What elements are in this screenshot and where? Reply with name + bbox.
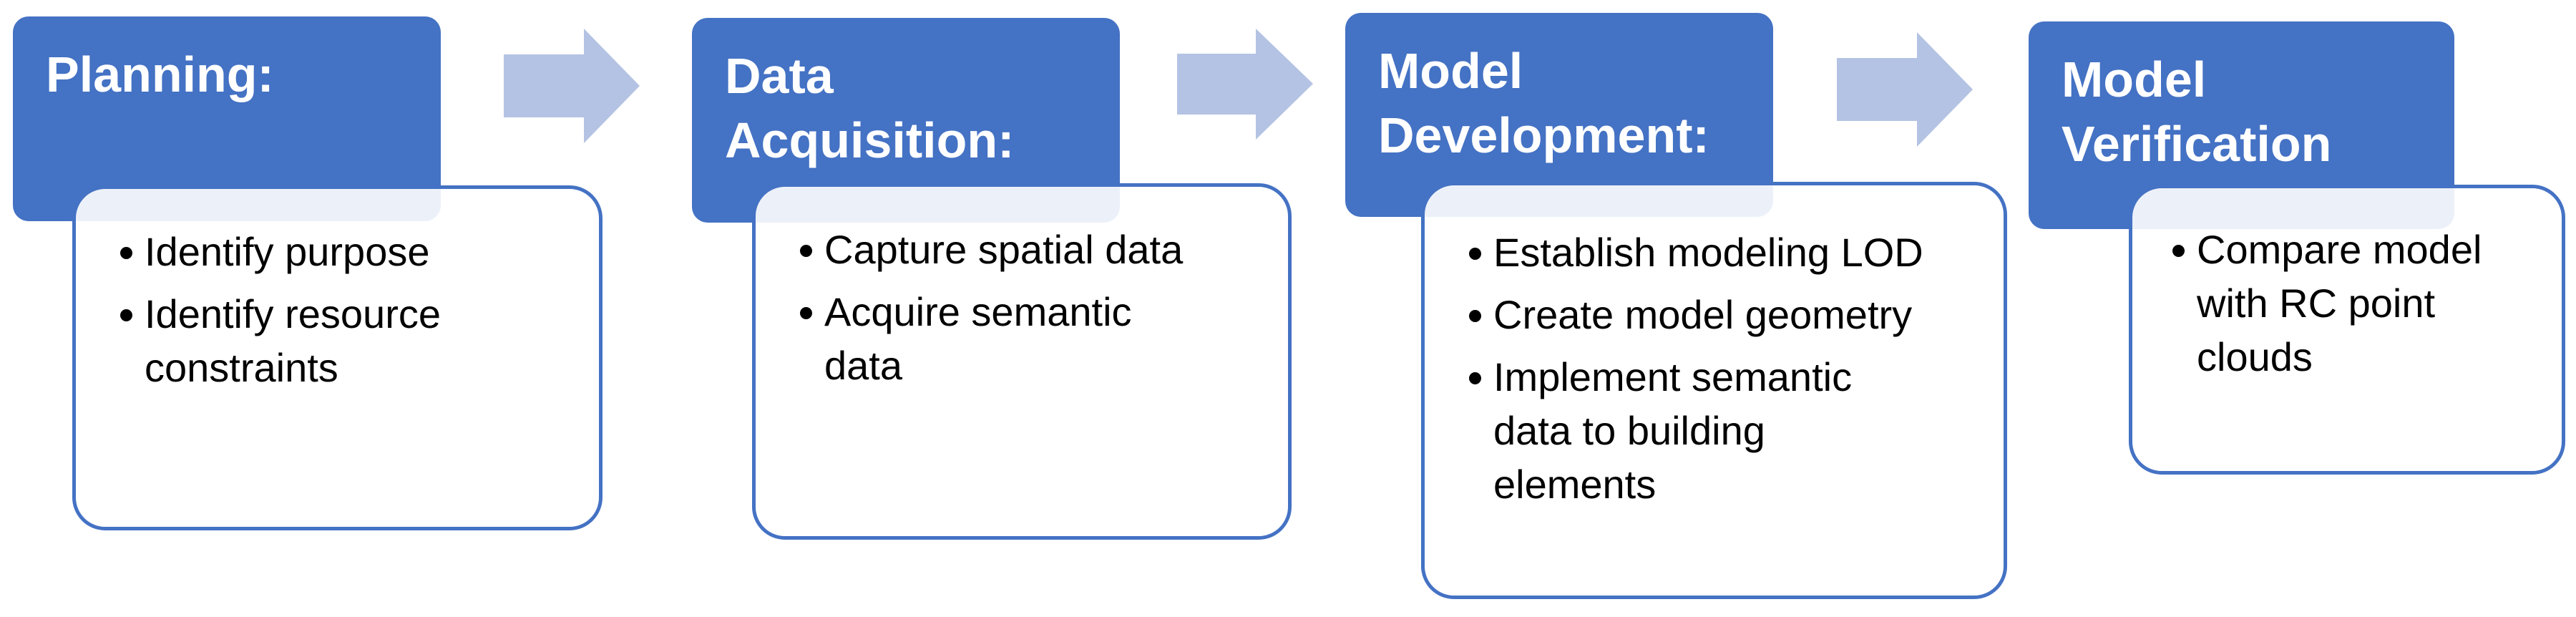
step-title-line: Planning: [46,47,274,102]
bullet-icon [2172,245,2185,257]
step-title-line: Data [725,48,834,104]
list-item-text: Establish modeling LOD [1493,230,1923,275]
list-item: Identify purpose [116,225,582,278]
bullet-icon [1469,310,1481,322]
step-model-development-box: Establish modeling LOD Create model geom… [1421,182,2007,599]
step-planning-box: Identify purpose Identify resource const… [72,185,602,530]
bullet-icon [1469,372,1481,384]
list-item-text: data to building [1493,408,1765,453]
step-title-line: Development: [1378,107,1709,163]
list-item-text: clouds [2197,334,2313,379]
list-item: Establish modeling LOD [1465,225,1986,279]
bullet-icon [1469,248,1481,260]
bullet-icon [120,309,132,321]
list-item-text: Identify purpose [145,229,430,274]
list-item: Compare model with RC point clouds [2168,223,2547,384]
right-arrow-icon [1837,32,1973,147]
list-item-text: Acquire semantic [824,289,1132,334]
list-item: Create model geometry [1465,288,1986,341]
list-item-text: Compare model [2197,227,2482,272]
step-title-line: Acquisition: [725,112,1015,168]
list-item-text: data [824,343,902,388]
bullet-icon [800,307,812,319]
step-planning-list: Identify purpose Identify resource const… [116,225,582,394]
right-arrow-icon [1177,29,1313,140]
step-title-line: Model [1378,43,1523,99]
list-item: Capture spatial data [796,223,1271,276]
step-model-verification-box: Compare model with RC point clouds [2129,185,2565,475]
list-item-text: constraints [145,345,338,390]
step-title-line: Model [2062,52,2207,107]
list-item: Implement semantic data to building elem… [1465,350,1986,511]
list-item-text: elements [1493,462,1657,507]
list-item-text: Create model geometry [1493,292,1913,337]
list-item-text: Implement semantic [1493,354,1853,399]
list-item: Identify resource constraints [116,287,582,394]
list-item-text: Capture spatial data [824,227,1184,272]
list-item-text: Identify resource [145,291,441,336]
list-item: Acquire semantic data [796,285,1271,392]
step-title-line: Verification [2062,116,2332,172]
bullet-icon [800,245,812,257]
step-data-acquisition-list: Capture spatial data Acquire semantic da… [796,223,1271,392]
right-arrow-icon [504,29,640,143]
step-model-development-list: Establish modeling LOD Create model geom… [1465,225,1986,511]
step-model-verification-list: Compare model with RC point clouds [2168,223,2547,384]
list-item-text: with RC point [2197,281,2436,326]
bullet-icon [120,247,132,259]
step-data-acquisition-box: Capture spatial data Acquire semantic da… [752,183,1292,540]
